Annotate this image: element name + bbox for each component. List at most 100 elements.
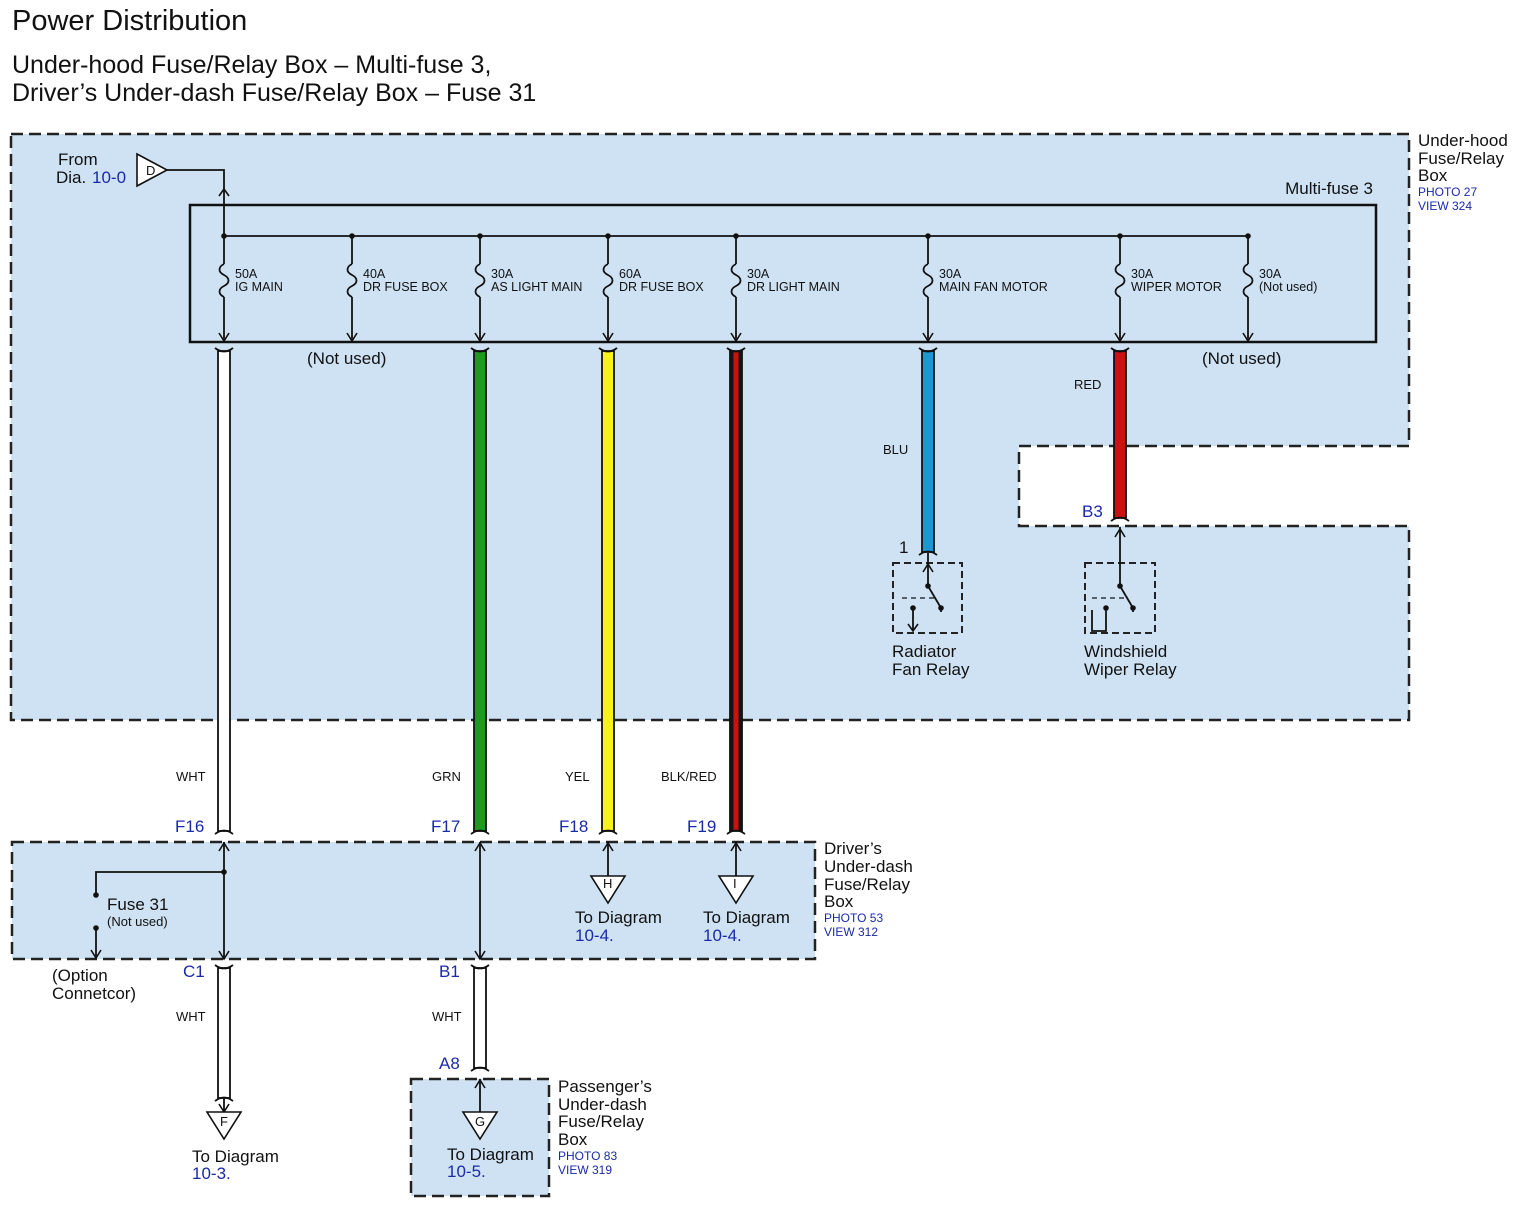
fuse-amp-label: 40A xyxy=(363,267,386,281)
underhood-photo-ref[interactable]: PHOTO 27 xyxy=(1418,185,1477,199)
fuse-arrow-icon xyxy=(1114,332,1126,343)
wire-label-wht-b1: WHT xyxy=(432,1009,462,1024)
driver-view-ref[interactable]: VIEW 312 xyxy=(824,925,878,939)
from-dia-ref[interactable]: 10-0 xyxy=(92,168,126,187)
driver-box-label-4: Box xyxy=(824,892,854,911)
wire-wht-b1 xyxy=(470,964,490,1072)
wires-layer xyxy=(214,347,1130,1114)
option-connector-label-2: Connetcor) xyxy=(52,984,136,1003)
a8-top-arrow-icon xyxy=(474,1078,486,1089)
wire-label-grn: GRN xyxy=(432,769,461,784)
passenger-view-ref[interactable]: VIEW 319 xyxy=(558,1163,612,1177)
fuse-name-label: MAIN FAN MOTOR xyxy=(939,280,1048,294)
fuse-name-label: IG MAIN xyxy=(235,280,283,294)
fuse-amp-label: 60A xyxy=(619,267,642,281)
radiator-relay-label-1: Radiator xyxy=(892,642,957,661)
fuse-symbol-icon xyxy=(922,263,934,298)
passenger-photo-ref[interactable]: PHOTO 83 xyxy=(558,1149,617,1163)
fuse-8: 30A(Not used) xyxy=(1242,233,1317,343)
option-connector-label-1: (Option xyxy=(52,966,108,985)
driver-underdash-box xyxy=(10,840,817,961)
fuse-name-label: AS LIGHT MAIN xyxy=(491,280,582,294)
wire-grn-f17 xyxy=(470,347,490,835)
connector-g-icon: G xyxy=(461,1111,499,1141)
wiper-relay-label-1: Windshield xyxy=(1084,642,1167,661)
radiator-fan-relay xyxy=(892,553,963,634)
fuse-arrow-icon xyxy=(346,332,358,343)
wire-label-blk-red: BLK/RED xyxy=(661,769,717,784)
f17-top-arrow-icon xyxy=(474,841,486,852)
pin-b1: B1 xyxy=(439,962,460,981)
passenger-box-label-4: Box xyxy=(558,1130,588,1149)
pin-f16: F16 xyxy=(175,817,204,836)
radiator-relay-label-2: Fan Relay xyxy=(892,660,970,679)
fuse-arrow-icon xyxy=(474,332,486,343)
fuse-symbol-icon xyxy=(218,263,230,298)
to-h-ref[interactable]: 10-4. xyxy=(575,926,614,945)
pin-f17: F17 xyxy=(431,817,460,836)
fuse-symbol-icon xyxy=(474,263,486,298)
from-feed-arrow-icon xyxy=(218,187,230,197)
pin-c1: C1 xyxy=(183,962,205,981)
connector-f-icon: F xyxy=(205,1111,243,1141)
fuse-name-label: WIPER MOTOR xyxy=(1131,280,1222,294)
b1-bottom-arrow-icon xyxy=(474,950,486,961)
connector-h-icon: H xyxy=(589,875,627,905)
passenger-box-label-3: Fuse/Relay xyxy=(558,1112,644,1131)
fuse-arrow-icon xyxy=(602,332,614,343)
to-f-text: To Diagram xyxy=(192,1147,279,1166)
wire-wht-f16 xyxy=(214,347,234,835)
to-i-ref[interactable]: 10-4. xyxy=(703,926,742,945)
f16-top-arrow-icon xyxy=(218,841,230,852)
wire-label-red: RED xyxy=(1074,377,1101,392)
wire-label-wht-c1: WHT xyxy=(176,1009,206,1024)
fuse31-label: Fuse 31 xyxy=(107,895,168,914)
connector-i-letter: I xyxy=(733,876,737,891)
pin-a8: A8 xyxy=(439,1054,460,1073)
subtitle-line-1: Under-hood Fuse/Relay Box – Multi-fuse 3… xyxy=(12,51,491,79)
windshield-wiper-relay xyxy=(1084,527,1156,634)
multifuse-3-block xyxy=(188,203,1378,344)
fuse31-note: (Not used) xyxy=(107,914,168,929)
from-label: From xyxy=(58,150,98,169)
passenger-box-label-1: Passenger’s xyxy=(558,1077,652,1096)
passenger-box-label-2: Under-dash xyxy=(558,1095,647,1114)
fuse-symbol-icon xyxy=(1242,263,1254,298)
fuse-symbol-icon xyxy=(730,263,742,298)
fuse31-branch xyxy=(95,871,224,895)
driver-photo-ref[interactable]: PHOTO 53 xyxy=(824,911,883,925)
fuse-symbol-icon xyxy=(1114,263,1126,298)
wire-label-blu: BLU xyxy=(883,442,908,457)
fuse-symbol-icon xyxy=(346,263,358,298)
connector-d-icon: D xyxy=(136,152,169,188)
fuse-amp-label: 30A xyxy=(1259,267,1282,281)
fuse-amp-label: 50A xyxy=(235,267,258,281)
wire-label-wht: WHT xyxy=(176,769,206,784)
subtitle-line-2: Driver’s Under-dash Fuse/Relay Box – Fus… xyxy=(12,79,536,107)
underhood-box-label-2: Fuse/Relay xyxy=(1418,149,1504,168)
fuse-symbol-icon xyxy=(602,263,614,298)
wire-wht-c1 xyxy=(214,964,234,1102)
c1-bottom-arrow-icon xyxy=(218,950,230,961)
wire-blu-relay xyxy=(918,347,938,556)
wire-yel-f18 xyxy=(598,347,618,835)
to-f-ref[interactable]: 10-3. xyxy=(192,1164,231,1183)
fuse-name-label: (Not used) xyxy=(1259,280,1317,294)
pin-f19: F19 xyxy=(687,817,716,836)
fuse-amp-label: 30A xyxy=(939,267,962,281)
to-g-ref[interactable]: 10-5. xyxy=(447,1162,486,1181)
fuse-amp-label: 30A xyxy=(747,267,770,281)
wire-label-yel: YEL xyxy=(565,769,590,784)
connector-g-letter: G xyxy=(475,1114,485,1129)
to-h-text: To Diagram xyxy=(575,908,662,927)
underhood-view-ref[interactable]: VIEW 324 xyxy=(1418,199,1472,213)
fuse-amp-label: 30A xyxy=(1131,267,1154,281)
driver-box-label-1: Driver’s xyxy=(824,839,882,858)
underhood-box-label-1: Under-hood xyxy=(1418,131,1508,150)
